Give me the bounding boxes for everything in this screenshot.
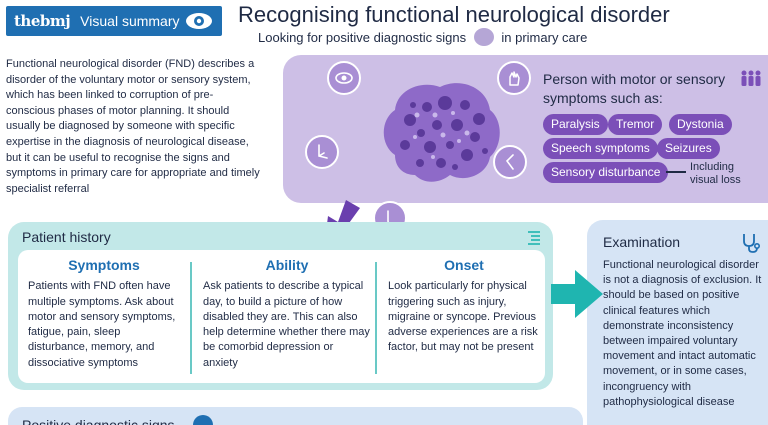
- history-column-onset: Onset Look particularly for physical tri…: [388, 257, 540, 356]
- column-text: Patients with FND often have multiple sy…: [28, 280, 176, 369]
- mouth-icon: [493, 145, 527, 179]
- person-title: Person with motor or sensory symptoms su…: [543, 71, 726, 106]
- subtitle-part-b: in primary care: [501, 30, 588, 45]
- intro-text: Functional neurological disorder (FND) d…: [6, 58, 260, 195]
- page-title: Recognising functional neurological diso…: [238, 2, 670, 27]
- column-divider: [190, 262, 192, 374]
- symptom-chip: Seizures: [657, 138, 720, 159]
- magnifier-icon: [473, 28, 494, 47]
- column-text: Ask patients to describe a typical day, …: [203, 280, 370, 369]
- patient-history-title: Patient history: [22, 229, 111, 245]
- brand-subtitle: Visual summary: [80, 13, 180, 29]
- stethoscope-icon: [743, 234, 760, 253]
- list-icon: [528, 231, 540, 245]
- symptom-chip: Sensory disturbance: [543, 162, 669, 183]
- column-text: Look particularly for physical triggerin…: [388, 280, 538, 354]
- history-column-ability: Ability Ask patients to describe a typic…: [203, 257, 371, 371]
- symptom-chip: Paralysis: [543, 114, 608, 135]
- subtitle-part-a: Looking for positive diagnostic signs: [258, 30, 467, 45]
- positive-signs-title: Positive diagnostic signs: [22, 417, 175, 425]
- column-heading: Onset: [444, 257, 484, 273]
- column-heading: Symptoms: [68, 257, 140, 273]
- eye-icon: [186, 13, 212, 29]
- hand-icon: [497, 61, 531, 95]
- bmj-badge: thebmj Visual summary: [6, 6, 222, 36]
- page-subtitle: Looking for positive diagnostic signs in…: [258, 28, 588, 47]
- including-note: Including visual loss: [690, 161, 741, 186]
- people-icon: [741, 70, 761, 86]
- brain-icon: [383, 83, 500, 182]
- including-connector: [666, 171, 686, 173]
- eye-circle-icon: [327, 61, 361, 95]
- check-icon: [193, 415, 213, 425]
- symptom-chip: Dystonia: [669, 114, 732, 135]
- symptom-chip: Tremor: [608, 114, 663, 135]
- leg-icon: [305, 135, 339, 169]
- examination-text: Functional neurological disorder is not …: [603, 259, 762, 408]
- symptom-chip: Speech symptoms: [543, 138, 658, 159]
- examination-title: Examination: [603, 234, 681, 250]
- brand-logo: thebmj: [14, 12, 71, 30]
- positive-signs-panel: [8, 407, 583, 425]
- column-heading: Ability: [265, 257, 309, 273]
- history-column-symptoms: Symptoms Patients with FND often have mu…: [28, 257, 180, 371]
- patient-history-card: [18, 250, 545, 383]
- right-arrow-icon: [551, 270, 603, 318]
- column-divider: [375, 262, 377, 374]
- examination-panel: [587, 220, 768, 425]
